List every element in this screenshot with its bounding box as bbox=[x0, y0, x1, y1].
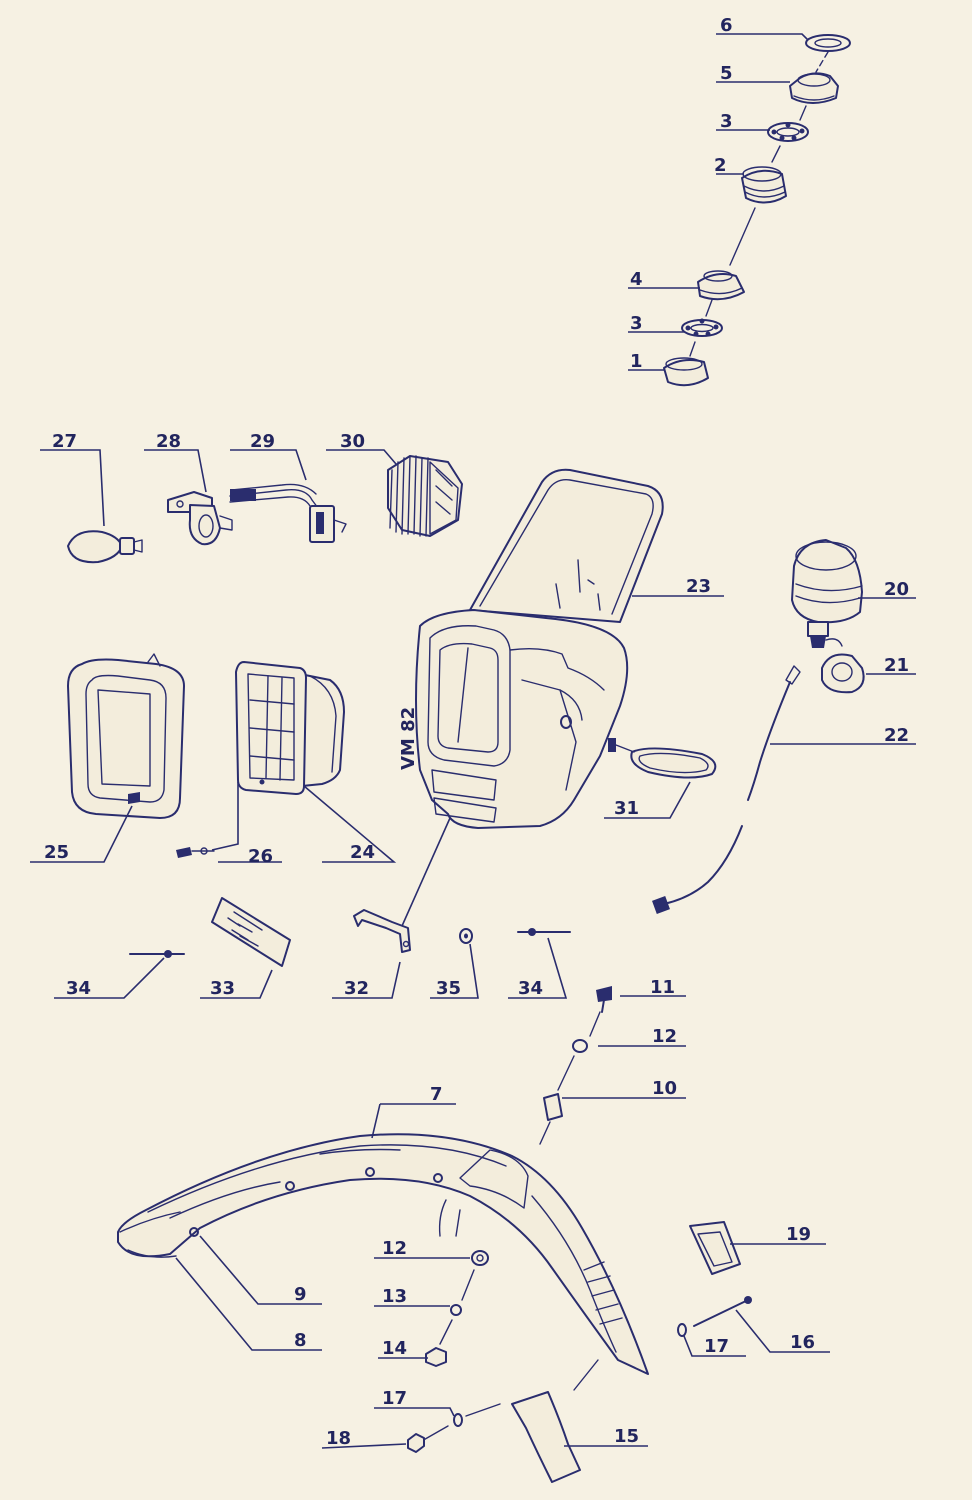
part-12-washer-upper bbox=[572, 1039, 588, 1053]
fairing-imprint-text: VM 82 bbox=[398, 707, 419, 770]
label-17-right: 17 bbox=[704, 1336, 729, 1357]
label-30: 30 bbox=[340, 431, 365, 452]
part-10-spacer bbox=[543, 1093, 563, 1121]
label-6: 6 bbox=[720, 15, 733, 36]
label-31: 31 bbox=[614, 798, 639, 819]
lower-hardware-axis bbox=[439, 1269, 475, 1345]
part-28-bulb-holder bbox=[167, 491, 233, 546]
part-34-screw-right bbox=[517, 928, 571, 936]
label-12-upper: 12 bbox=[652, 1026, 677, 1047]
label-9: 9 bbox=[294, 1284, 307, 1305]
part-26-adjusting-screw bbox=[176, 847, 215, 858]
part-3-ball-cage-lower bbox=[681, 318, 723, 337]
label-18: 18 bbox=[326, 1428, 351, 1449]
part-15-mud-flap bbox=[511, 1391, 581, 1483]
part-23-fairing: VM 82 bbox=[398, 468, 664, 829]
part-35-washer bbox=[459, 928, 473, 944]
hardware-axis-line bbox=[539, 1011, 601, 1145]
part-6-dust-seal bbox=[805, 34, 851, 52]
part-27-bulb bbox=[67, 530, 143, 564]
label-29: 29 bbox=[250, 431, 275, 452]
label-22: 22 bbox=[884, 725, 909, 746]
part-17-washer-right bbox=[677, 1323, 687, 1337]
part-7-front-fender bbox=[117, 1133, 649, 1375]
label-8: 8 bbox=[294, 1330, 307, 1351]
label-2: 2 bbox=[714, 155, 727, 176]
label-21: 21 bbox=[884, 655, 909, 676]
part-30-regulator bbox=[387, 455, 463, 537]
part-16-screw bbox=[693, 1296, 752, 1327]
label-20: 20 bbox=[884, 579, 909, 600]
label-11: 11 bbox=[650, 977, 675, 998]
part-18-nut bbox=[407, 1433, 425, 1453]
part-32-bracket bbox=[353, 909, 411, 953]
part-29-wiring-connector bbox=[229, 483, 347, 543]
part-17-washer-left bbox=[453, 1413, 463, 1427]
part-1-lower-cup bbox=[663, 357, 709, 387]
label-1: 1 bbox=[630, 351, 643, 372]
label-34-left: 34 bbox=[66, 978, 91, 999]
part-33-reflector bbox=[211, 897, 291, 967]
callout-leaders bbox=[30, 33, 916, 1449]
label-3-lower: 3 bbox=[630, 313, 643, 334]
label-10: 10 bbox=[652, 1078, 677, 1099]
label-7: 7 bbox=[430, 1084, 443, 1105]
part-24-headlight-unit bbox=[235, 661, 345, 795]
mudflap-axis-line bbox=[573, 1359, 599, 1391]
part-34-screw-left bbox=[129, 950, 185, 958]
label-33: 33 bbox=[210, 978, 235, 999]
part-3-ball-cage-upper bbox=[767, 122, 809, 142]
callout-labels: 6 5 3 2 4 3 1 27 28 29 30 23 20 21 22 31… bbox=[44, 15, 909, 1449]
part-4-lower-cone bbox=[697, 270, 745, 301]
part-14-nut bbox=[425, 1347, 447, 1367]
label-28: 28 bbox=[156, 431, 181, 452]
label-27: 27 bbox=[52, 431, 77, 452]
label-23: 23 bbox=[686, 576, 711, 597]
label-4: 4 bbox=[630, 269, 643, 290]
part-21-clamp bbox=[821, 653, 865, 694]
label-26: 26 bbox=[248, 846, 273, 867]
part-19-reflector bbox=[689, 1221, 741, 1275]
label-3-upper: 3 bbox=[720, 111, 733, 132]
label-14: 14 bbox=[382, 1338, 407, 1359]
part-2-head-cup bbox=[741, 166, 787, 204]
part-5-upper-cup bbox=[789, 72, 839, 104]
part-13-lock-washer bbox=[450, 1304, 462, 1316]
part-20-speedometer bbox=[791, 539, 863, 648]
label-19: 19 bbox=[786, 1224, 811, 1245]
label-34-right: 34 bbox=[518, 978, 543, 999]
part-11-bolt bbox=[596, 986, 612, 1013]
label-25: 25 bbox=[44, 842, 69, 863]
part-25-headlight-rim bbox=[67, 653, 185, 819]
label-35: 35 bbox=[436, 978, 461, 999]
steering-bearing-assembly bbox=[663, 34, 851, 387]
part-31-grommet bbox=[608, 738, 717, 779]
label-13: 13 bbox=[382, 1286, 407, 1307]
label-15: 15 bbox=[614, 1426, 639, 1447]
part-12-washer-lower bbox=[471, 1250, 489, 1266]
rear-hardware-axis bbox=[419, 1403, 501, 1443]
label-17-left: 17 bbox=[382, 1388, 407, 1409]
label-32: 32 bbox=[344, 978, 369, 999]
label-12-lower: 12 bbox=[382, 1238, 407, 1259]
label-16: 16 bbox=[790, 1332, 815, 1353]
label-5: 5 bbox=[720, 63, 733, 84]
part-22-speedo-cable bbox=[652, 665, 801, 914]
part-8-fender-rear-section bbox=[119, 1211, 181, 1258]
label-24: 24 bbox=[350, 842, 375, 863]
